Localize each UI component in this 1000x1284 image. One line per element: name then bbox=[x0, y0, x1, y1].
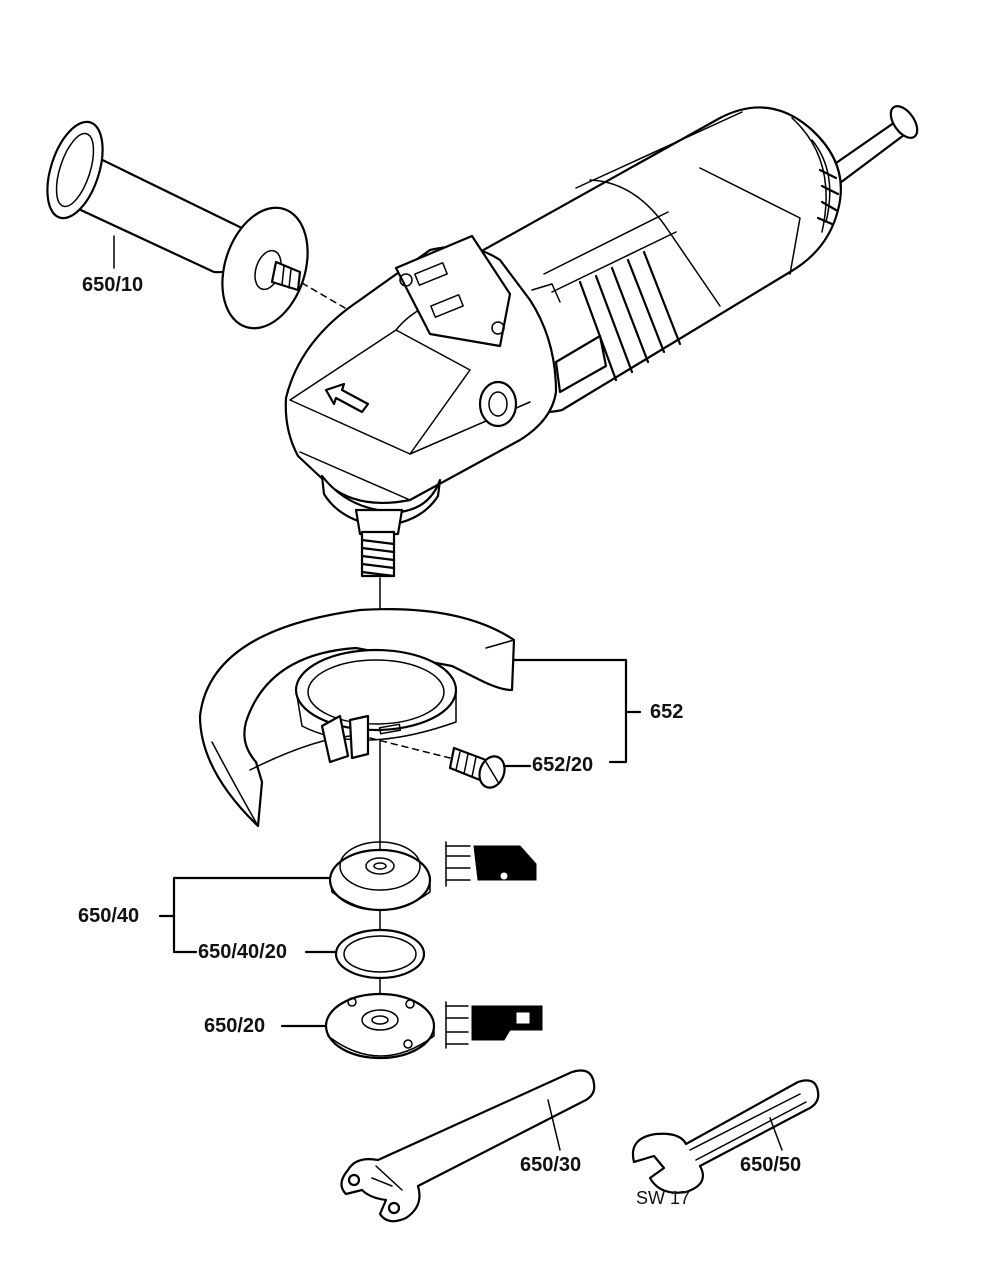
label-650-30: 650/30 bbox=[520, 1154, 582, 1176]
clamping-nut bbox=[328, 841, 432, 912]
label-650-40-20: 650/40/20 bbox=[198, 941, 287, 963]
leader-650-50 bbox=[769, 1117, 783, 1151]
auxiliary-handle bbox=[46, 120, 346, 330]
label-wrench-size: SW 17 bbox=[636, 1188, 691, 1208]
label-652: 652 bbox=[650, 701, 684, 723]
angle-grinder-body bbox=[284, 105, 919, 578]
pin-spanner bbox=[340, 1069, 596, 1223]
label-650-50: 650/50 bbox=[740, 1154, 802, 1176]
bracket-652 bbox=[512, 658, 628, 764]
label-652-20: 652/20 bbox=[532, 754, 594, 776]
label-650-10: 650/10 bbox=[82, 274, 144, 296]
mounting-flange bbox=[324, 992, 436, 1060]
flange-profile-symbol bbox=[445, 1001, 543, 1049]
nut-profile-symbol bbox=[445, 841, 537, 887]
open-wrench bbox=[631, 1079, 820, 1194]
guard-screw bbox=[448, 746, 506, 789]
label-650-40: 650/40 bbox=[78, 905, 140, 927]
label-650-20: 650/20 bbox=[204, 1015, 266, 1037]
leader-650-30 bbox=[547, 1099, 561, 1151]
wheel-guard bbox=[198, 608, 516, 828]
o-ring bbox=[334, 928, 426, 980]
